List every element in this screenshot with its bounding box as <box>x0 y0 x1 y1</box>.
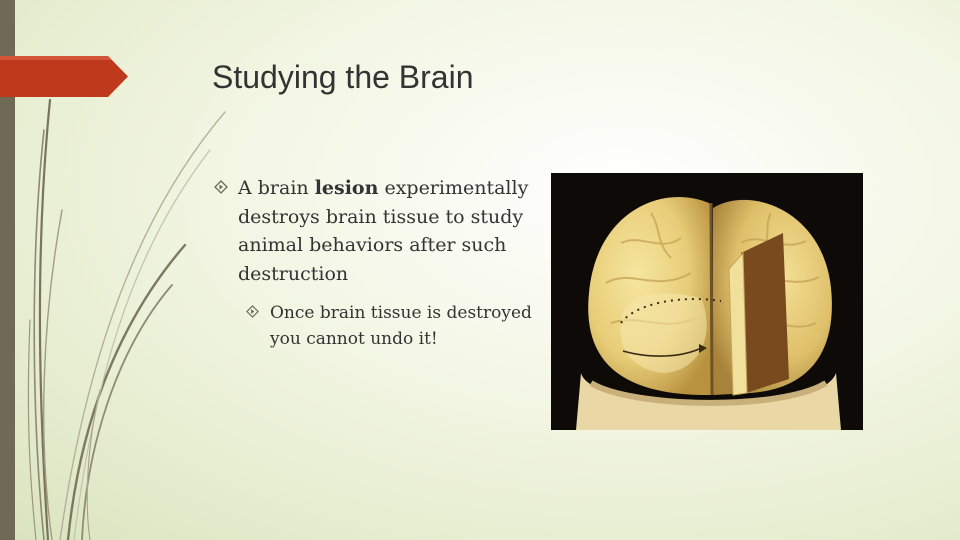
brain-lesion-photo <box>551 173 863 430</box>
diamond-bullet-icon <box>214 180 228 194</box>
bullet-text-prefix: A brain <box>238 177 315 199</box>
bullet-text-suffix: experimentally destroys brain tissue to … <box>238 177 529 285</box>
sub-bullet-text: Once brain tissue is destroyed you canno… <box>270 303 532 349</box>
bullet-term-lesion: lesion <box>314 177 379 199</box>
decorative-grass-lines <box>27 98 226 540</box>
bullet-item-lesion: A brain lesion experimentally destroys b… <box>214 174 534 288</box>
slide-title: Studying the Brain <box>212 59 474 95</box>
diamond-bullet-icon <box>246 305 259 318</box>
arrow-marker-icon <box>0 56 128 97</box>
bullet-content: A brain lesion experimentally destroys b… <box>214 174 534 352</box>
sub-bullet-item: Once brain tissue is destroyed you canno… <box>246 300 534 352</box>
left-decorative-band <box>0 0 15 540</box>
